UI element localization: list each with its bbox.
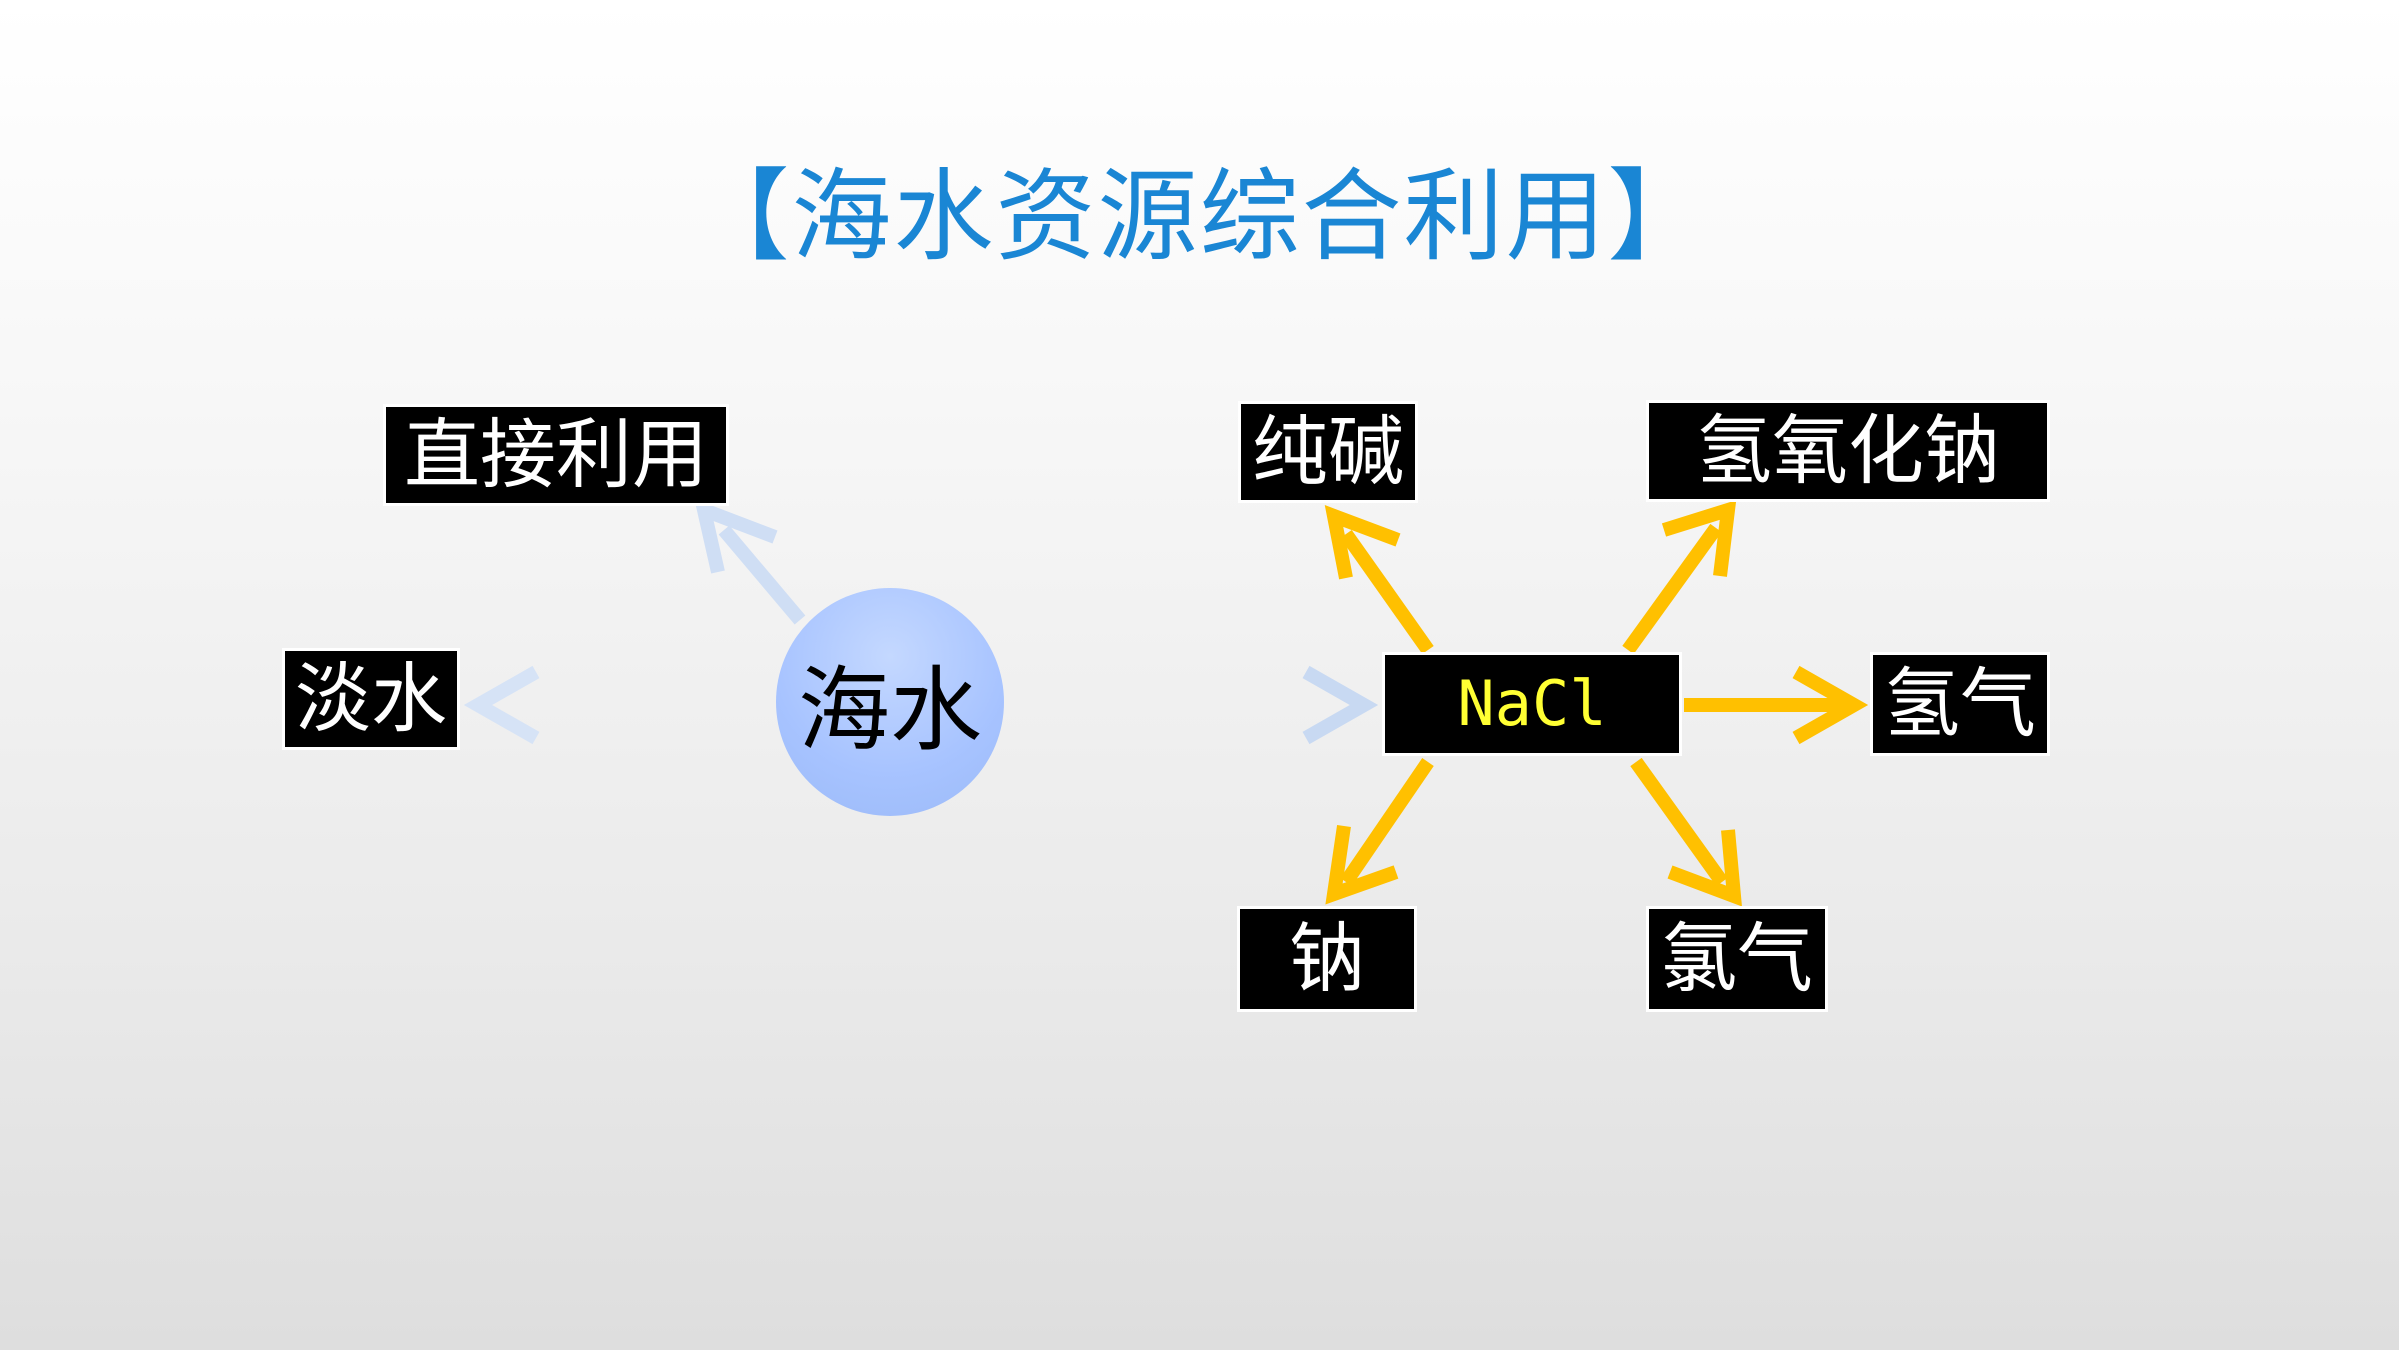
box-chlorine: 氯气 xyxy=(1646,906,1828,1012)
arrow-to-nacl xyxy=(1008,665,1379,745)
arrow-to-direct-use xyxy=(694,498,806,625)
box-hydrogen: 氢气 xyxy=(1870,652,2050,756)
label-hydrogen: 氢气 xyxy=(1884,659,2036,748)
arrow-to-soda-ash xyxy=(1324,505,1434,655)
label-sodium: 钠 xyxy=(1289,914,1365,1003)
arrow-to-fresh-water xyxy=(463,665,770,745)
page-title: 【海水资源综合利用】 xyxy=(689,158,1710,275)
arrow-to-hydrogen xyxy=(1684,665,1869,745)
seawater-circle: 海水 xyxy=(776,588,1004,816)
label-soda-ash: 纯碱 xyxy=(1252,407,1404,496)
box-fresh-water: 淡水 xyxy=(282,648,460,750)
label-seawater: 海水 xyxy=(797,656,982,764)
box-sodium-hydroxide: 氢氧化钠 xyxy=(1646,400,2050,502)
label-fresh-water: 淡水 xyxy=(295,654,447,743)
label-chlorine: 氯气 xyxy=(1661,914,1813,1003)
arrow-to-sodium xyxy=(1325,758,1434,905)
box-sodium: 钠 xyxy=(1237,906,1417,1012)
arrow-to-sodium-hydroxide xyxy=(1622,500,1737,655)
arrow-to-chlorine xyxy=(1630,757,1742,907)
label-direct-use: 直接利用 xyxy=(404,410,708,499)
label-sodium-hydroxide: 氢氧化钠 xyxy=(1696,406,2000,495)
box-soda-ash: 纯碱 xyxy=(1238,401,1418,503)
label-nacl: NaCl xyxy=(1457,667,1607,740)
box-direct-use: 直接利用 xyxy=(383,404,729,506)
box-nacl: NaCl xyxy=(1382,652,1682,756)
